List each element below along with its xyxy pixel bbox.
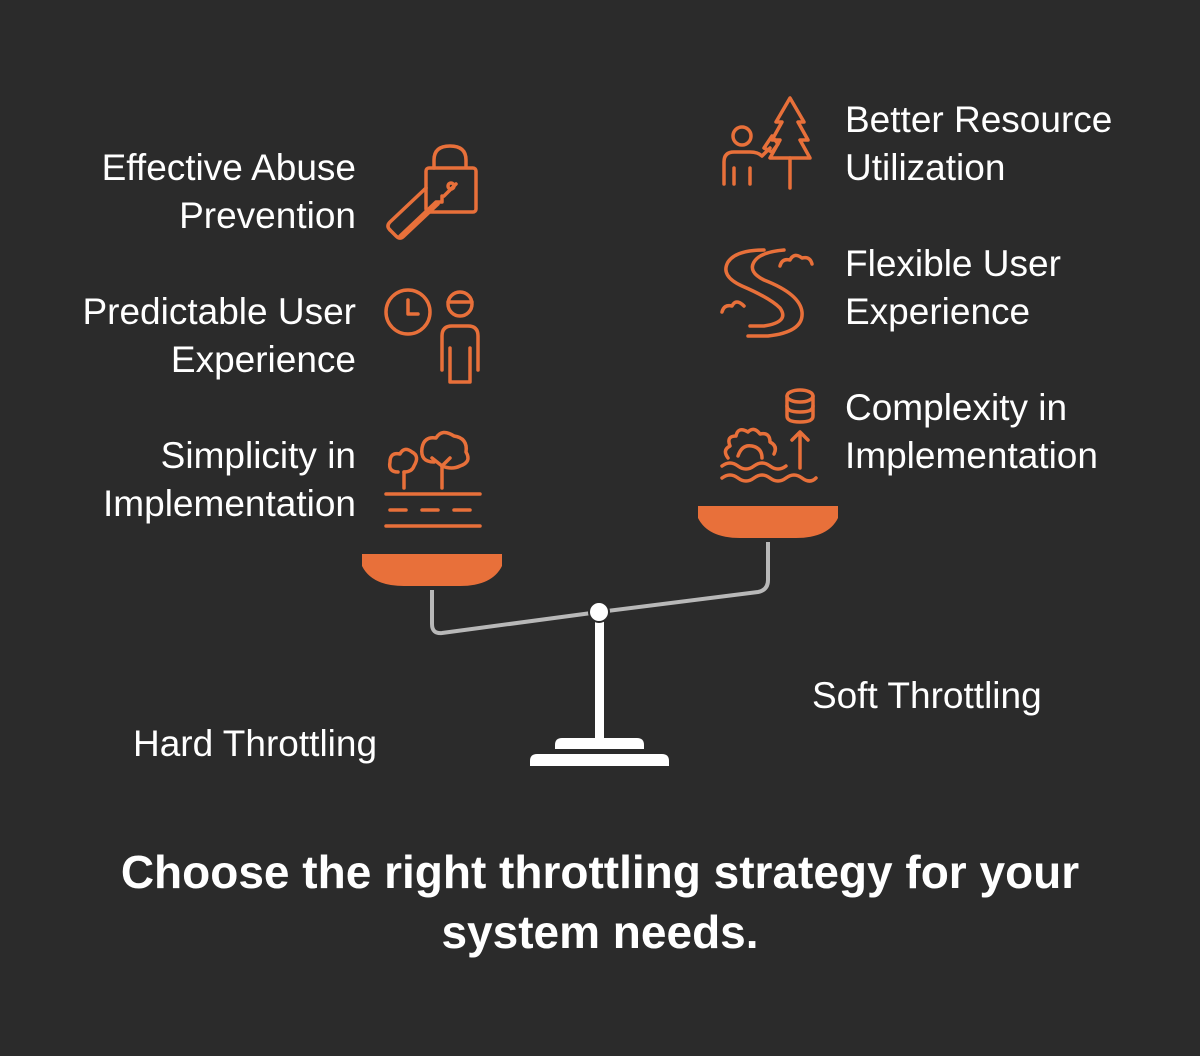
soft-item-label-3: Complexity in Implementation [845,387,1098,476]
hard-item-label-1: Effective Abuse Prevention [101,147,356,236]
scale-base-bottom [530,754,669,766]
left-pan [362,554,502,586]
hard-throttling-label: Hard Throttling [133,723,378,764]
hard-item-label-2: Predictable User Experience [82,291,356,380]
soft-item-label-2: Flexible User Experience [845,243,1061,332]
key-lock-icon [384,144,484,244]
scale-pivot [588,601,610,623]
gear-database-icon [720,384,820,484]
person-tree-icon [720,96,820,196]
scale-post [595,612,604,738]
hard-item-label-3: Simplicity in Implementation [103,435,356,524]
soft-item-label-1: Better Resource Utilization [845,99,1113,188]
clock-person-icon [384,288,484,388]
soft-throttling-label: Soft Throttling [812,675,1042,716]
caption: Choose the right throttling strategy for… [120,846,1080,958]
scale-base [555,738,644,749]
trees-road-icon [384,430,484,532]
winding-road-icon [720,240,820,340]
right-pan [698,506,838,538]
